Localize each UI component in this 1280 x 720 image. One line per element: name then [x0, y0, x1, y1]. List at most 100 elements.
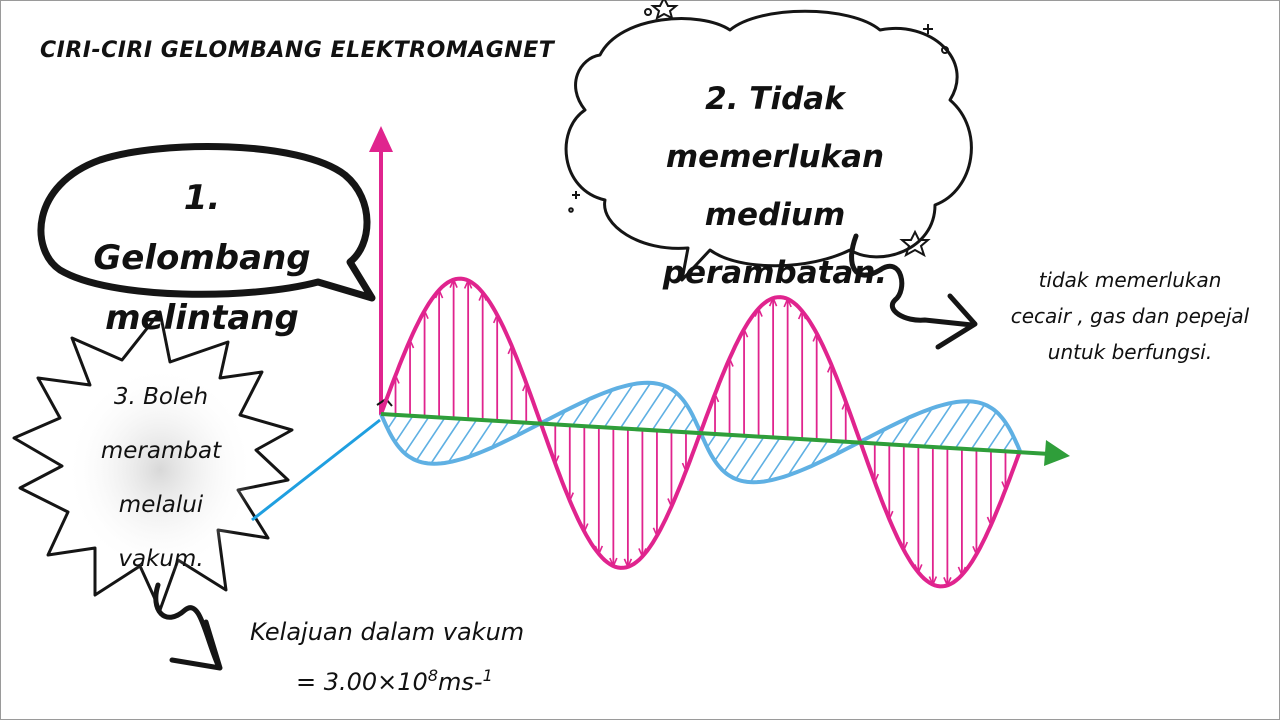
electric-vector-arrowhead: [478, 290, 487, 301]
electric-vector-arrowhead: [885, 510, 894, 522]
thought-cloud: [564, 9, 973, 282]
bubble-transverse-wave-text: 1. Gelombang melintang: [72, 168, 332, 348]
speed-exponent: 8: [427, 666, 439, 685]
magnetic-field-vector: [447, 419, 478, 463]
magnetic-field-vector: [651, 392, 678, 431]
electric-vector-arrowhead: [957, 566, 967, 577]
magnetic-field-vector: [891, 416, 911, 445]
magnetic-field-vector: [714, 433, 734, 462]
magnetic-field-vector: [387, 414, 398, 430]
electric-vector-arrowhead: [449, 277, 458, 288]
electric-vector-arrowhead: [652, 527, 662, 538]
burst-line-2: merambat: [100, 438, 222, 464]
magnetic-field-vector: [514, 421, 526, 437]
electric-vector-arrowhead: [899, 541, 909, 553]
magnetic-field-vector: [588, 389, 614, 427]
electric-vector-arrowhead: [420, 308, 429, 320]
electric-vector-arrowhead: [812, 331, 821, 342]
note-line-2: cecair , gas dan pepejal: [1010, 304, 1250, 328]
magnetic-field-vector: [430, 418, 462, 465]
note-no-medium-detail: tidak memerlukan cecair , gas dan pepeja…: [985, 262, 1275, 370]
speed-unit-exponent: 1: [482, 666, 493, 685]
electric-vector-arrowhead: [1001, 481, 1010, 492]
electric-vector-arrowhead: [943, 577, 952, 588]
magnetic-field-vector: [619, 382, 652, 429]
magnetic-field-vector: [939, 400, 971, 447]
electric-vector-arrowhead: [768, 296, 778, 307]
magnetic-field-vector: [394, 415, 414, 443]
arrowhead-to-speed: [169, 619, 223, 671]
magnetic-field-vector: [971, 411, 998, 449]
magnetic-axis: [251, 418, 381, 522]
electric-wave: [379, 276, 1022, 589]
cloud-line-2: memerlukan medium: [665, 139, 885, 233]
electric-vector-arrowhead: [739, 327, 749, 338]
electric-vector-arrowhead: [434, 288, 444, 299]
electric-vector-arrowhead: [667, 498, 676, 509]
squiggle-arrow-right: [849, 233, 975, 328]
cloud-line-1: 2. Tidak: [705, 81, 845, 117]
magnetic-field-vector: [955, 404, 986, 448]
burst-line-4: vakum.: [118, 546, 204, 572]
electric-vector-arrowhead: [580, 523, 589, 534]
magnetic-field-vector: [635, 385, 666, 430]
cloud-line-3: perambatan.: [662, 255, 888, 291]
magnetic-field-vector: [415, 417, 446, 461]
magnetic-field-vector: [987, 422, 1007, 450]
magnetic-field-vector: [667, 403, 687, 432]
electric-vector-arrowhead: [521, 380, 531, 392]
electric-axis-arrowhead: [369, 126, 393, 152]
magnetic-field-vector: [556, 409, 567, 425]
magnetic-field-vector: [810, 439, 829, 467]
magnetic-field-vector: [490, 420, 510, 449]
electric-vector-arrowhead: [405, 337, 415, 349]
burst-line-1: 3. Boleh: [113, 384, 209, 410]
burst-vacuum-text: 3. Boleh merambat melalui vakum.: [86, 370, 236, 586]
magnetic-field-vector: [603, 383, 634, 428]
propagation-axis-arrowhead: [1044, 440, 1070, 466]
note-line-3: untuk berfungsi.: [1047, 340, 1213, 364]
electric-vector-arrowhead: [594, 545, 604, 556]
speed-label: Kelajuan dalam vakum: [250, 618, 525, 646]
magnetic-field-vector: [467, 420, 494, 458]
electric-vector-arrowhead: [391, 373, 400, 384]
slide-title: CIRI-CIRI GELOMBANG ELEKTROMAGNET: [40, 38, 555, 63]
magnetic-field-vector: [572, 398, 591, 426]
magnetic-field-vector: [907, 407, 934, 445]
electric-vector-arrowhead: [638, 548, 647, 559]
electric-vector-arrowhead: [463, 278, 473, 289]
electric-vector-arrowhead: [783, 296, 792, 308]
magnetic-field-vector: [683, 417, 695, 433]
burst-shading: [65, 365, 255, 575]
note-line-1: tidak memerlukan: [1038, 268, 1222, 292]
electric-vector-arrowhead: [841, 399, 850, 410]
electric-vector-arrowhead: [928, 576, 938, 587]
bubble-line-2: melintang: [105, 298, 299, 338]
bubble-line-1: 1. Gelombang: [93, 178, 311, 278]
propagation-axis: [380, 412, 1051, 456]
electric-vector-arrowhead: [507, 343, 516, 355]
magnetic-field-vector: [735, 435, 766, 480]
electric-vector-arrowhead: [725, 356, 734, 367]
magnetic-field-vector: [1003, 435, 1014, 451]
speed-prefix: = 3.00×10: [296, 668, 428, 696]
magnetic-field-vector: [787, 438, 813, 476]
electric-vector-arrowhead: [914, 564, 923, 575]
magnetic-field-vector: [923, 402, 954, 446]
electric-vector-arrowhead: [710, 391, 720, 403]
magnetic-field-vector: [749, 436, 782, 483]
magnetic-field-vector: [403, 416, 430, 454]
electric-vector-arrowhead: [623, 558, 633, 569]
magnetic-field-vector: [767, 437, 798, 482]
speed-value: = 3.00×108ms-1: [296, 666, 493, 696]
electric-vector-arrowhead: [870, 473, 880, 485]
electric-vector-arrowhead: [609, 557, 618, 569]
electric-vector-arrowhead: [986, 516, 996, 528]
electric-vector-arrowhead: [492, 312, 502, 324]
squiggle-arrowhead-right: [935, 293, 978, 350]
speed-unit: ms-: [438, 668, 483, 696]
electric-vector-arrowhead: [551, 455, 560, 466]
sparkle-icons: [568, 0, 949, 258]
electric-vector-arrowhead: [972, 545, 981, 557]
